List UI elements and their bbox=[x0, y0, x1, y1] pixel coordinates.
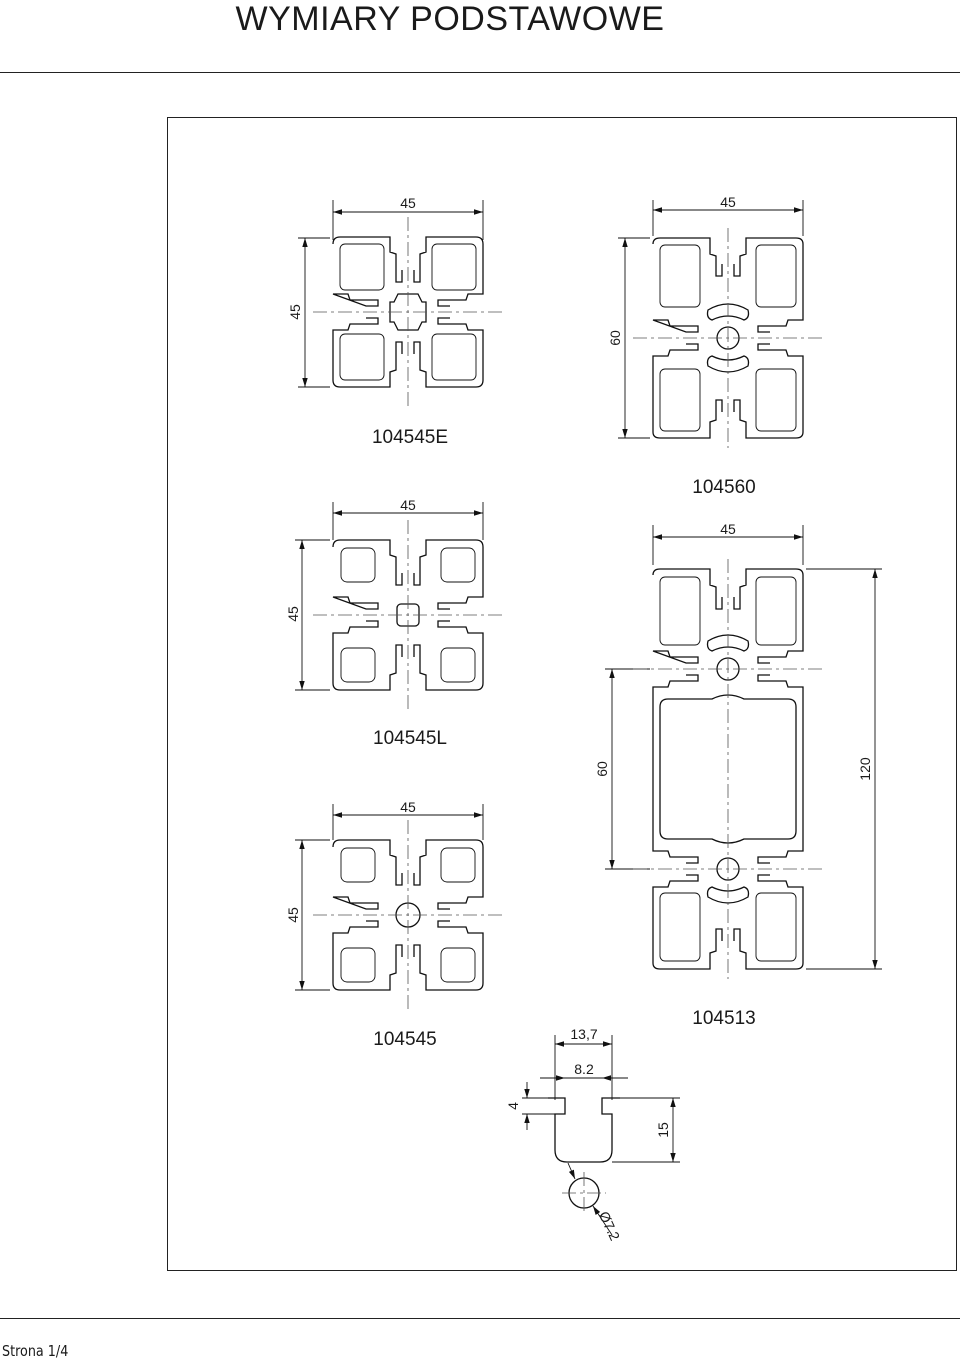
profile-104513: 45 120 60 104513 bbox=[594, 521, 882, 1029]
profile-104545l: 45 45 104545L bbox=[285, 497, 503, 749]
width-dimension: 45 bbox=[400, 799, 416, 815]
opening-width-dimension: 13,7 bbox=[570, 1026, 597, 1042]
width-dimension: 45 bbox=[720, 521, 736, 537]
header-rule bbox=[0, 72, 960, 73]
width-dimension: 45 bbox=[400, 195, 416, 211]
footer-rule bbox=[0, 1318, 960, 1319]
slot-detail: 13,7 8.2 4 15 Ø7.2 bbox=[505, 1026, 680, 1243]
hole-diameter-dimension: Ø7.2 bbox=[596, 1209, 623, 1243]
width-dimension: 45 bbox=[720, 194, 736, 210]
profile-label: 104545 bbox=[373, 1029, 436, 1050]
profile-label: 104545E bbox=[372, 427, 448, 448]
profile-label: 104560 bbox=[692, 477, 755, 498]
profile-104545: 45 45 104545 bbox=[285, 799, 503, 1050]
page-number: Strona 1/4 bbox=[2, 1342, 69, 1360]
profile-104545e: 45 45 104545E bbox=[287, 195, 503, 448]
drawing-frame bbox=[167, 117, 957, 1271]
width-dimension: 45 bbox=[400, 497, 416, 513]
height-dimension: 45 bbox=[285, 606, 301, 622]
height-dimension: 60 bbox=[607, 330, 623, 346]
lip-thickness-dimension: 4 bbox=[505, 1102, 521, 1110]
page-title: WYMIARY PODSTAWOWE bbox=[235, 0, 665, 38]
profile-label: 104513 bbox=[692, 1008, 755, 1029]
height-dimension: 45 bbox=[285, 907, 301, 923]
total-height-dimension: 120 bbox=[857, 757, 873, 781]
neck-width-dimension: 8.2 bbox=[574, 1061, 594, 1077]
profile-label: 104545L bbox=[373, 728, 447, 749]
depth-dimension: 15 bbox=[655, 1122, 671, 1138]
inner-height-dimension: 60 bbox=[594, 761, 610, 777]
profile-104560: 45 60 104560 bbox=[607, 194, 823, 498]
height-dimension: 45 bbox=[287, 304, 303, 320]
